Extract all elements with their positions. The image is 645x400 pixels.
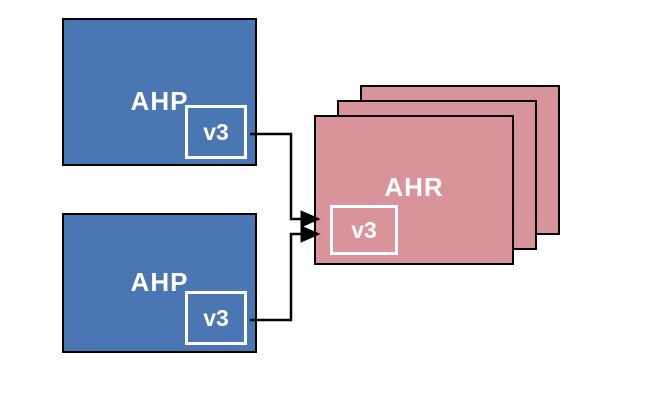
ahr-front-box: AHR v3 — [314, 115, 514, 265]
connector-bottom-ahp-to-ahr — [250, 225, 321, 322]
ahp-bottom-version-badge: v3 — [185, 291, 247, 345]
ahr-label: AHR — [384, 172, 444, 202]
ahp-top-box: AHP v3 — [62, 18, 257, 166]
ahp-bottom-label: AHP — [130, 267, 189, 297]
ahp-top-version-badge: v3 — [185, 105, 247, 159]
connector-top-ahp-to-ahr — [250, 132, 321, 228]
ahp-bottom-box: AHP v3 — [62, 213, 257, 353]
ahr-version-badge: v3 — [330, 205, 398, 255]
ahp-top-label: AHP — [130, 86, 189, 116]
